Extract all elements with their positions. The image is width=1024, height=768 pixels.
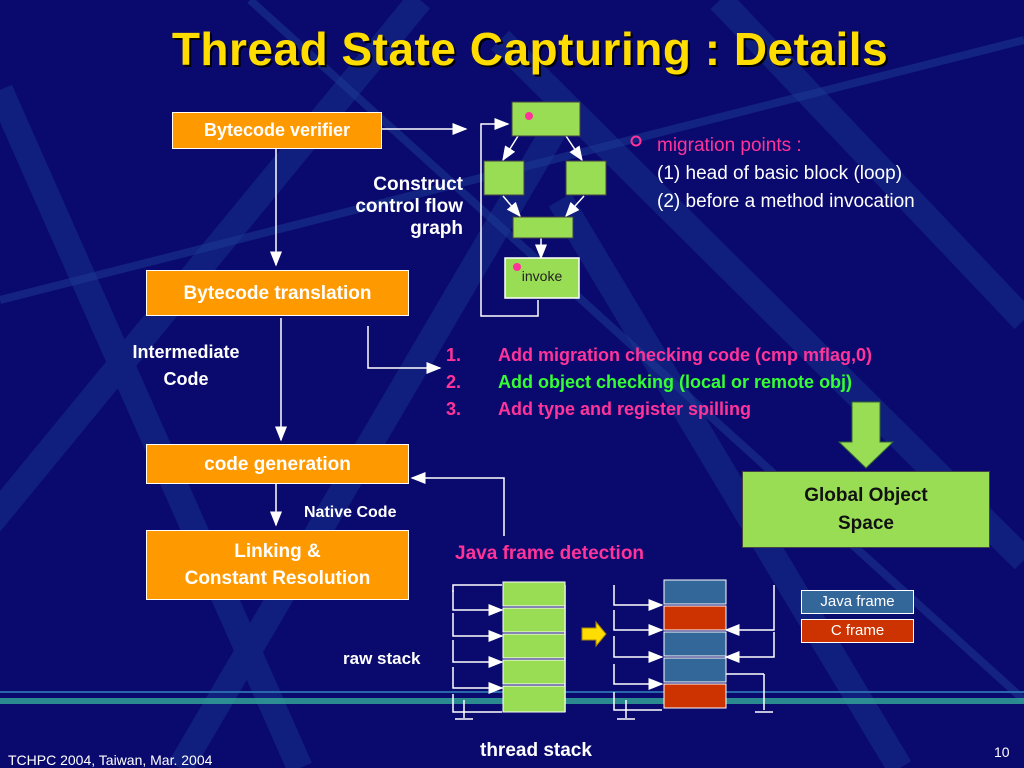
linking-box: Linking & Constant Resolution [146, 530, 409, 600]
transform-arrow [581, 620, 607, 648]
native-code-label: Native Code [304, 504, 397, 521]
migration-point1: (1) head of basic block (loop) [657, 163, 903, 184]
intermediate-code-label: Intermediate Code [100, 339, 272, 393]
migration-heading: migration points : [657, 135, 802, 156]
bytecode-translation-box: Bytecode translation [146, 270, 409, 316]
step-1-num: 1. [446, 345, 462, 365]
thread-stack-pointers [613, 585, 775, 720]
global-object-space-box: Global Object Space [742, 471, 990, 548]
intermediate-line2: Code [163, 369, 209, 389]
step-item-1: 1. Add migration checking code (cmp mflag… [446, 342, 872, 369]
legend-c-frame: C frame [801, 619, 914, 643]
code-generation-box: code generation [146, 444, 409, 484]
down-arrow [837, 401, 895, 469]
global-line1: Global Object [804, 484, 928, 506]
cfg-nodes [483, 101, 607, 299]
legend-java-frame: Java frame [801, 590, 914, 614]
step-3-num: 3. [446, 399, 462, 419]
java-frame-detection-label: Java frame detection [455, 543, 645, 564]
steps-list: 1. Add migration checking code (cmp mflag… [446, 342, 872, 423]
step-item-2: 2. Add object checking (local or remote o… [446, 369, 872, 396]
raw-stack-label: raw stack [343, 649, 421, 668]
cfg-label: Construct control flow graph [300, 174, 463, 240]
global-line2: Space [838, 512, 894, 534]
linking-line1: Linking & [234, 541, 321, 562]
bytecode-verifier-box: Bytecode verifier [172, 112, 382, 149]
migration-points: migration points : (1) head of basic blo… [657, 132, 915, 216]
cfg-label-line2: control flow [355, 196, 463, 217]
intermediate-line1: Intermediate [132, 342, 240, 362]
thread-stack-label: thread stack [480, 740, 592, 761]
step-2-num: 2. [446, 372, 462, 392]
page-number: 10 [994, 744, 1010, 760]
step-1-text: Add migration checking code (cmp mflag,0… [498, 345, 873, 365]
linking-line2: Constant Resolution [184, 568, 371, 589]
cfg-label-line1: Construct [373, 174, 463, 195]
cfg-label-line3: graph [410, 218, 463, 239]
thread-stack-blocks [663, 579, 727, 709]
footer-conference: TCHPC 2004, Taiwan, Mar. 2004 [8, 752, 213, 768]
migration-point2: (2) before a method invocation [657, 191, 915, 212]
page-title: Thread State Capturing : Details [171, 23, 889, 75]
invoke-label: invoke [521, 268, 563, 284]
step-2-text: Add object checking (local or remote obj… [498, 372, 853, 392]
raw-stack-blocks [502, 581, 566, 713]
step-3-text: Add type and register spilling [498, 399, 752, 419]
step-item-3: 3. Add type and register spilling [446, 396, 872, 423]
